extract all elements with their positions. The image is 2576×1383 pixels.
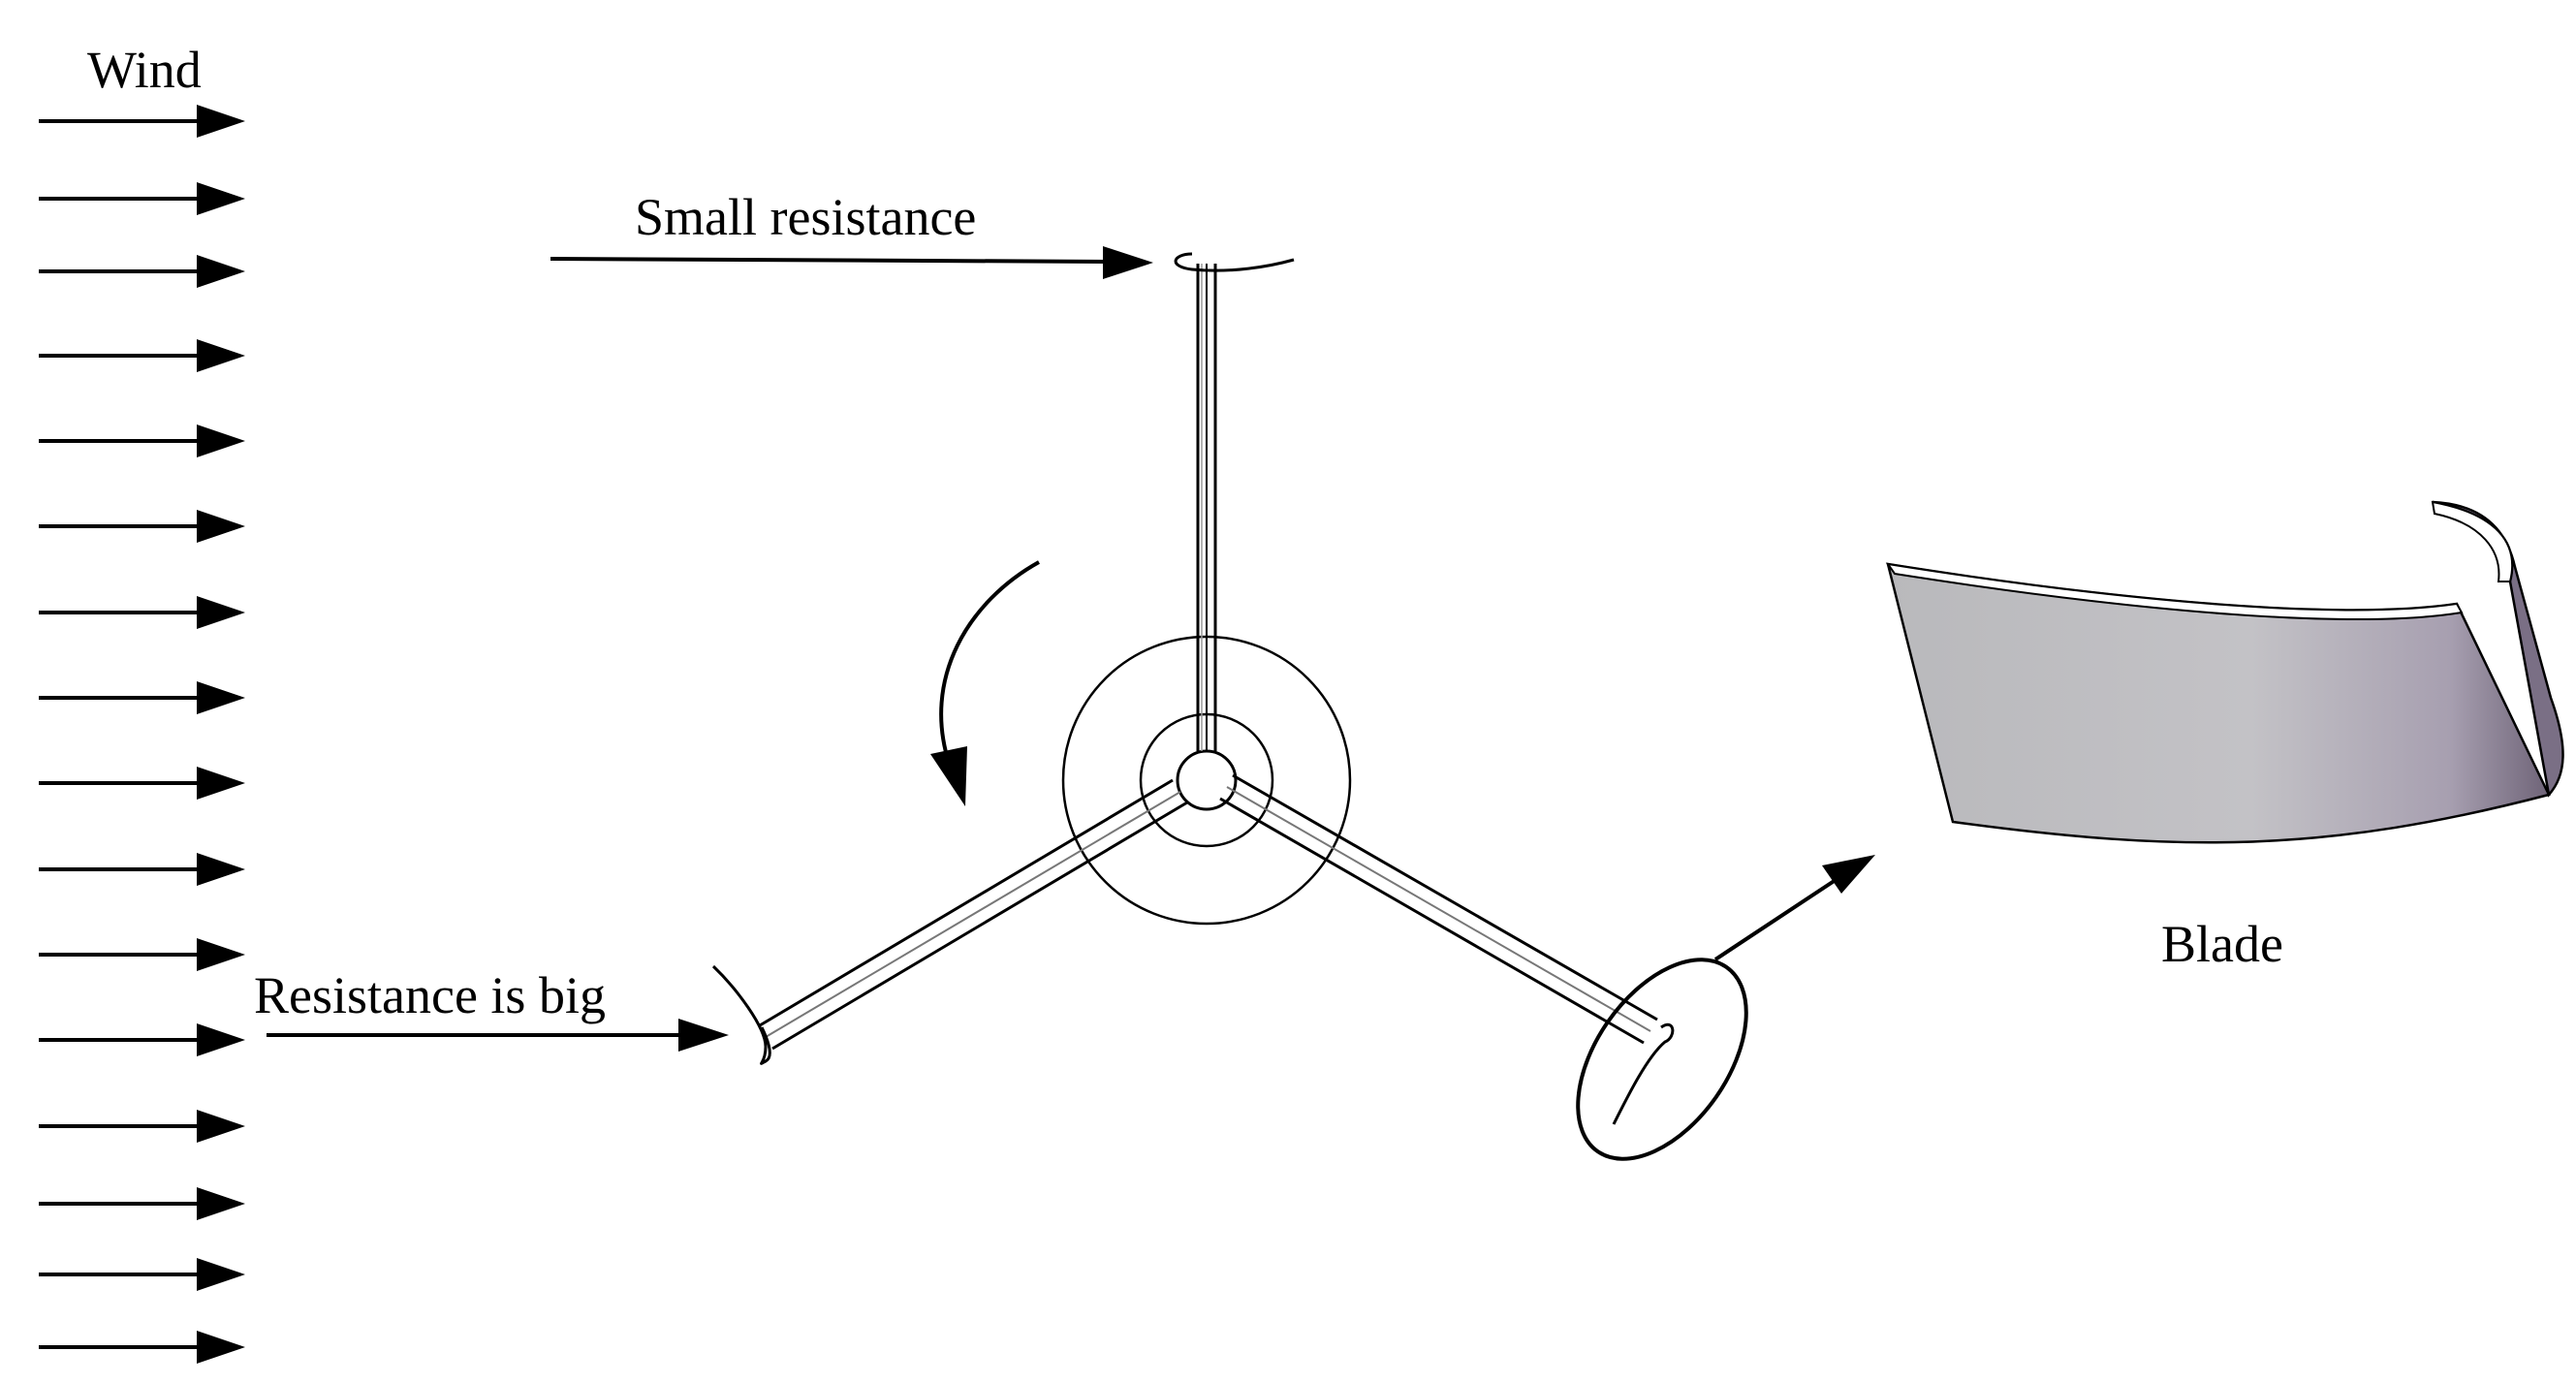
- wind-arrow: [39, 853, 245, 886]
- wind-arrows: [39, 105, 245, 1364]
- wind-arrow: [39, 105, 245, 138]
- rotation-arrow: [930, 560, 1040, 806]
- wind-arrow: [39, 1331, 245, 1364]
- resistance-big-label: Resistance is big: [254, 966, 606, 1024]
- wind-arrow: [39, 1187, 245, 1220]
- small-resistance-arrow: [550, 246, 1153, 279]
- wind-arrow: [39, 767, 245, 800]
- wind-arrow: [39, 1258, 245, 1291]
- wind-arrow: [39, 339, 245, 372]
- wind-arrow: [39, 938, 245, 971]
- blade-pointer-arrow: [1713, 855, 1875, 961]
- blade-tip-top: [1174, 252, 1295, 272]
- wind-arrow: [39, 182, 245, 215]
- arm-left: [759, 778, 1188, 1051]
- blade-illustration: [1885, 500, 2564, 844]
- small-resistance-label: Small resistance: [635, 188, 976, 246]
- wind-arrow: [39, 424, 245, 457]
- blade-label: Blade: [2161, 915, 2283, 973]
- arm-right: [1219, 773, 1658, 1045]
- wind-arrow: [39, 596, 245, 629]
- blade-tip-left: [711, 964, 771, 1065]
- wind-label: Wind: [87, 41, 202, 99]
- wind-arrow: [39, 1023, 245, 1056]
- wind-arrow: [39, 510, 245, 543]
- arm-top: [1196, 264, 1217, 751]
- blade-tip-right: [1576, 958, 1748, 1161]
- wind-arrow: [39, 1110, 245, 1143]
- wind-arrow: [39, 255, 245, 288]
- resistance-big-arrow: [267, 1019, 729, 1052]
- wind-arrow: [39, 681, 245, 714]
